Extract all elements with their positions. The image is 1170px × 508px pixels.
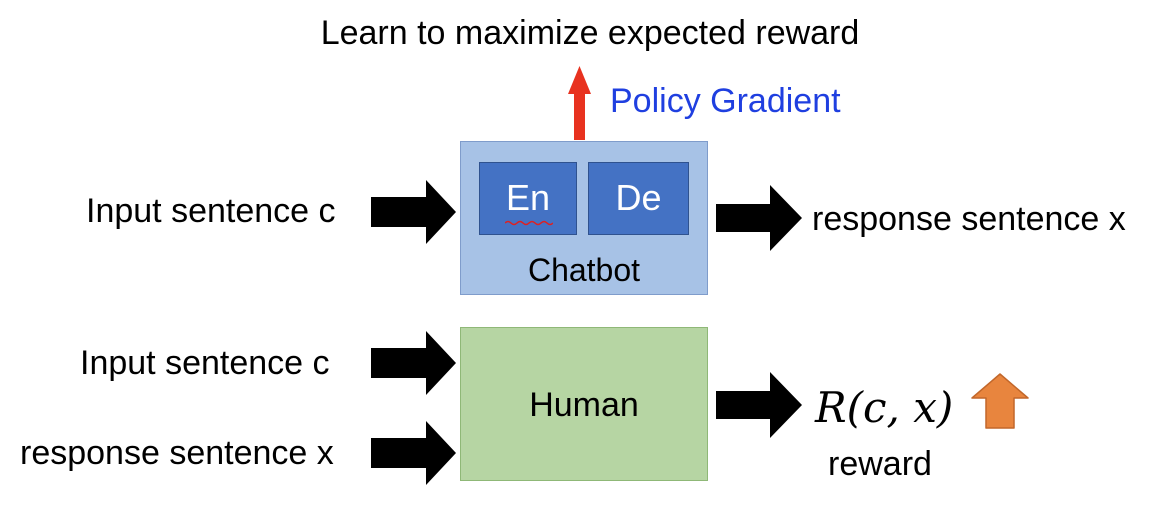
encoder-label: En [505,177,551,218]
human-label: Human [529,386,639,424]
reward-increase-arrow-icon [971,373,1029,429]
chatbot-output-label: response sentence x [812,200,1126,238]
decoder-label: De [615,177,662,218]
diagram-title: Learn to maximize expected reward [320,14,860,52]
chatbot-input-arrow [371,180,456,244]
human-input-x-label: response sentence x [20,434,334,472]
human-input-c-label: Input sentence c [80,344,330,382]
human-input-x-arrow [371,421,456,485]
decoder-block: De [588,162,689,235]
human-input-c-arrow [371,331,456,395]
human-box [460,327,708,481]
chatbot-output-arrow [716,185,802,251]
encoder-block: En [479,162,577,235]
policy-up-arrow [568,66,591,140]
policy-gradient-label: Policy Gradient [610,82,841,120]
chatbot-input-label: Input sentence c [86,192,336,230]
reward-label: reward [828,445,932,483]
spellcheck-underline [505,220,553,226]
human-output-arrow [716,372,802,438]
chatbot-label: Chatbot [527,252,641,288]
reward-formula: R(c, x) [815,383,954,432]
